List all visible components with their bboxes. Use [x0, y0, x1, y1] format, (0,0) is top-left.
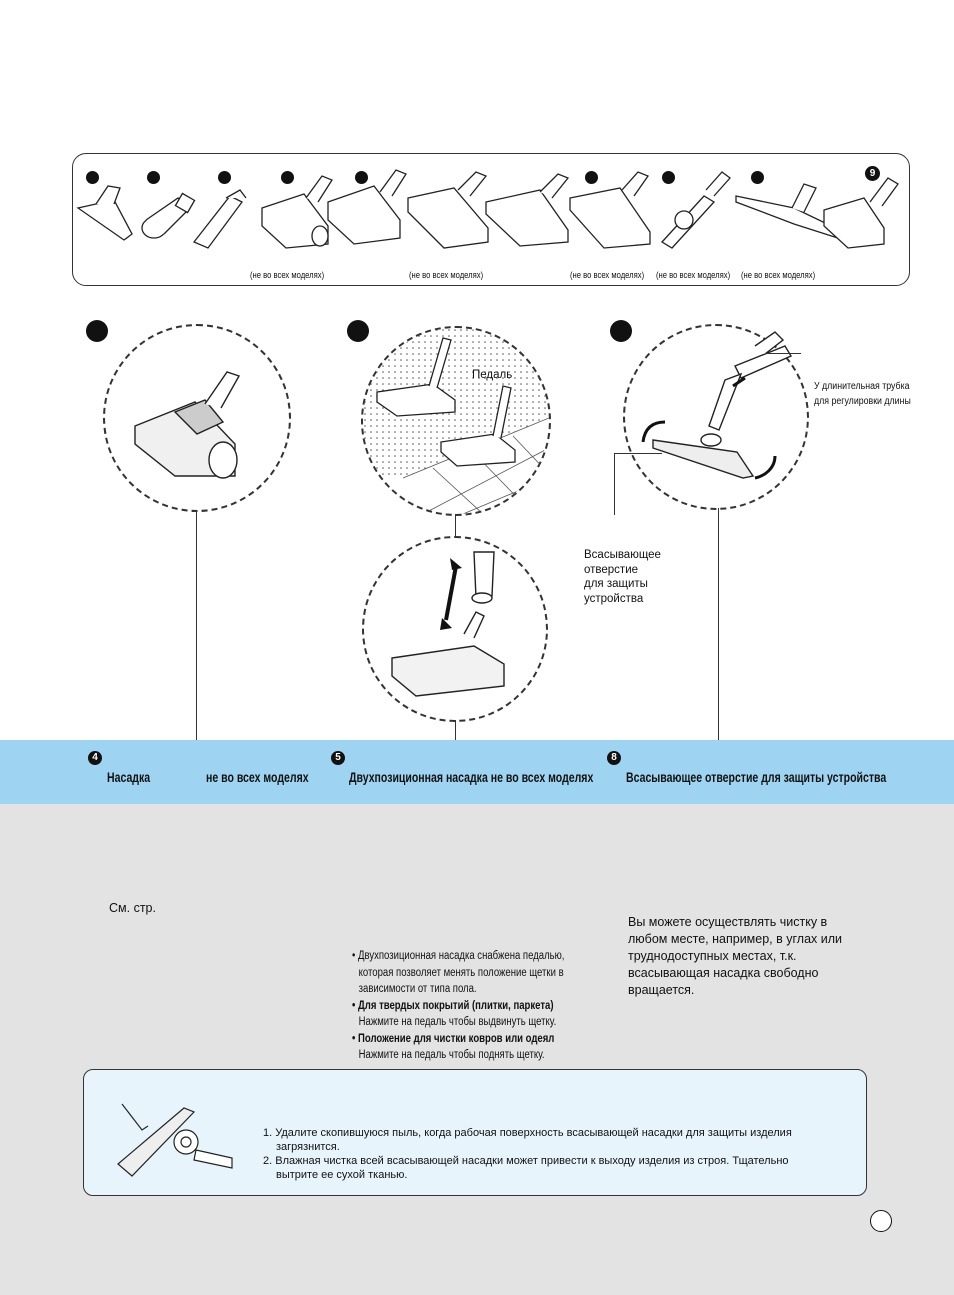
item-marker: [585, 171, 598, 184]
pointer-line: [614, 453, 615, 515]
section-title-4-note: не во всех моделях: [206, 770, 309, 785]
telescopic-tube-illustration: [623, 324, 809, 510]
pointer-line: [614, 453, 662, 454]
item-marker: [147, 171, 160, 184]
item-marker-nine: 9: [865, 166, 880, 181]
item-marker: [751, 171, 764, 184]
turbo-nozzle-icon: [134, 371, 241, 479]
pointer-line: [765, 353, 801, 354]
model-note: (не во всех моделях): [250, 270, 325, 280]
item-marker: [281, 171, 294, 184]
telescopic-tube-icon: [641, 331, 793, 480]
two-position-floor-illustration: [361, 326, 551, 516]
nozzle-lift-icon: [391, 551, 505, 697]
floor-scene-icon: [363, 328, 549, 514]
item-marker: [662, 171, 675, 184]
section-body-band: [0, 804, 954, 1295]
section-title-5: Двухпозиционная насадка не во всех модел…: [349, 770, 594, 785]
guard-label: Всасывающее отверстие для защиты устройс…: [584, 549, 661, 605]
section-number: 4: [88, 751, 102, 765]
turbo-nozzle-illustration: [103, 324, 291, 512]
section-header-band: [0, 740, 954, 804]
page-number-marker: [870, 1210, 892, 1232]
section-marker-5: [347, 320, 369, 342]
section-title-4: Насадка: [107, 770, 151, 785]
item-marker: [218, 171, 231, 184]
model-note: (не во всех моделях): [741, 270, 816, 280]
section-number: 5: [331, 751, 345, 765]
connector-line: [455, 720, 456, 740]
accessories-illustration: [76, 169, 899, 249]
section-number: 8: [607, 751, 621, 765]
connector-line: [455, 514, 456, 538]
rotation-description: Вы можете осуществлять чистку в любом ме…: [628, 915, 843, 997]
care-note-box: [83, 1069, 867, 1196]
telescopic-label-2: для регулировки длины: [814, 396, 911, 407]
model-note: (не во всех моделях): [656, 270, 731, 280]
section-marker-4: [86, 320, 108, 342]
accessories-strip: [72, 153, 910, 286]
see-page-text: См. стр.: [109, 901, 156, 915]
item-marker: [355, 171, 368, 184]
nozzle-lift-illustration: [362, 536, 548, 722]
section-title-8: Всасывающее отверстие для защиты устройс…: [626, 770, 887, 785]
pedal-label: Педаль: [472, 369, 513, 381]
item-marker: [86, 171, 99, 184]
model-note: (не во всех моделях): [570, 270, 645, 280]
model-note: (не во всех моделях): [409, 270, 484, 280]
nozzle-cleaning-icon: [117, 1103, 233, 1177]
section-marker-8: [610, 320, 632, 342]
connector-line: [196, 510, 197, 740]
care-notes: 1. Удалите скопившуюся пыль, когда рабоч…: [263, 1127, 792, 1181]
telescopic-label-1: У длинительная трубка: [814, 381, 910, 392]
two-position-description: • Двухпозиционная насадка снабжена педал…: [352, 950, 565, 1061]
connector-line: [718, 508, 719, 740]
